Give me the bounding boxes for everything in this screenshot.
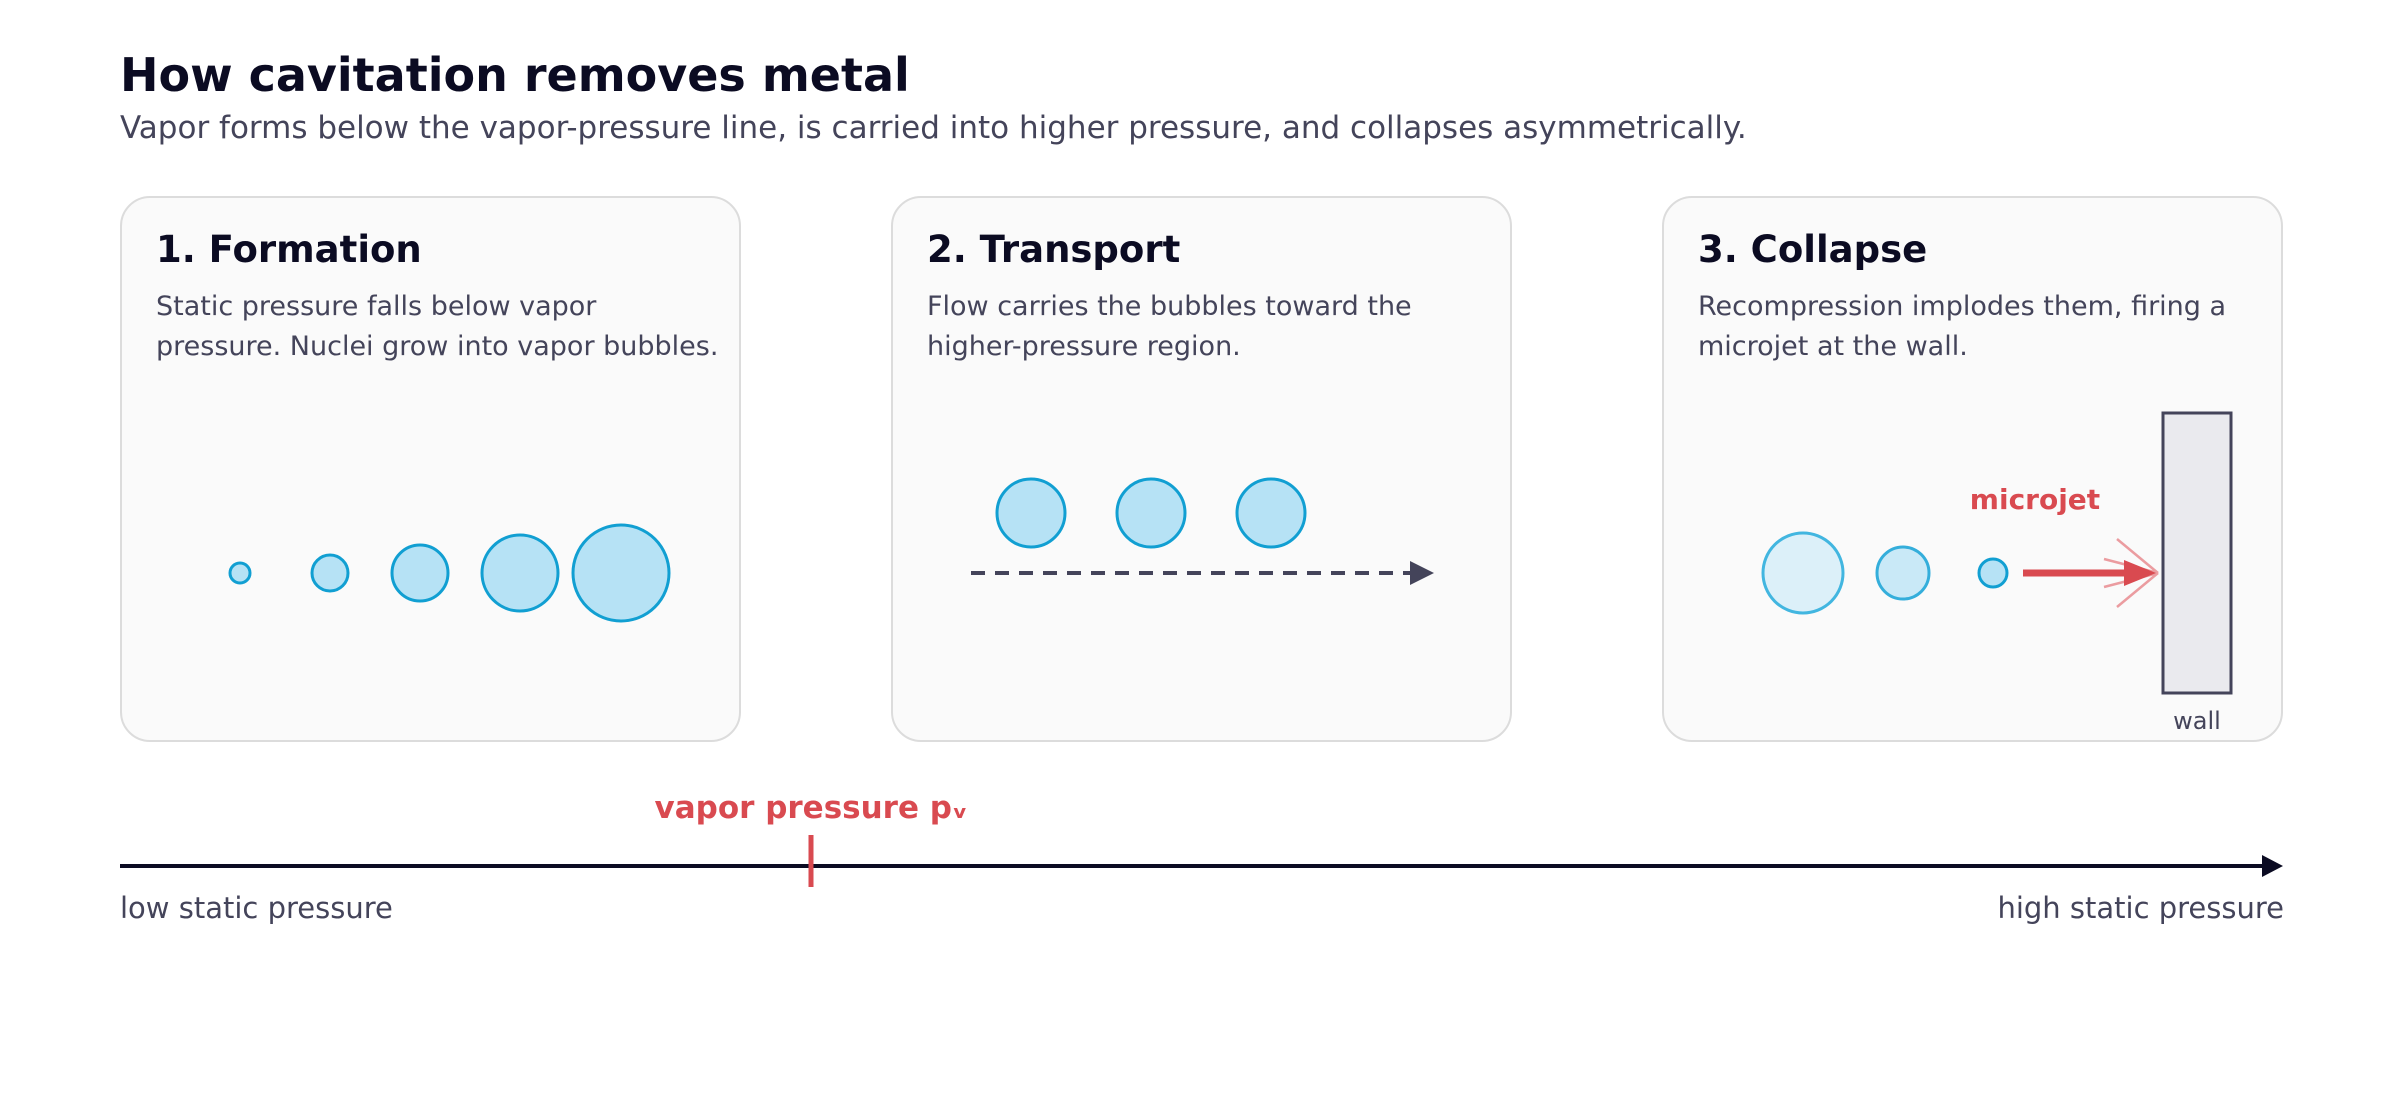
bubble-large bbox=[480, 533, 560, 613]
bubble-collapse-large bbox=[1761, 531, 1845, 615]
wall-label: wall bbox=[2173, 707, 2221, 735]
page-subtitle: Vapor forms below the vapor-pressure lin… bbox=[120, 110, 1747, 146]
formation-bubbles bbox=[228, 523, 671, 623]
bubble-collapse-medium bbox=[1875, 545, 1931, 601]
collapse-description: Recompression implodes them, firing a mi… bbox=[1698, 291, 2227, 362]
bubble-small bbox=[310, 553, 350, 593]
bubble-transport-2 bbox=[1115, 477, 1187, 549]
bubble-nucleus bbox=[228, 561, 252, 585]
pressure-axis-arrow-head bbox=[2262, 855, 2283, 877]
low-pressure-label: low static pressure bbox=[120, 891, 393, 925]
microjet-label: microjet bbox=[1970, 483, 2100, 516]
page-title: How cavitation removes metal bbox=[120, 48, 910, 102]
bubble-largest bbox=[571, 523, 671, 623]
vapor-pressure-label: vapor pressure pᵥ bbox=[655, 790, 968, 826]
collapse-bubbles bbox=[1761, 531, 2009, 615]
microjet-arrow-head bbox=[2124, 560, 2156, 586]
formation-title: 1. Formation bbox=[156, 228, 422, 271]
flow-arrow-head bbox=[1410, 561, 1434, 585]
transport-panel: 2. Transport Flow carries the bubbles to… bbox=[891, 196, 1512, 742]
wall bbox=[2161, 411, 2233, 695]
bubble-collapse-small bbox=[1977, 557, 2009, 589]
bubble-transport-1 bbox=[995, 477, 1067, 549]
bubble-transport-3 bbox=[1235, 477, 1307, 549]
transport-description: Flow carries the bubbles toward the high… bbox=[927, 291, 1412, 362]
high-pressure-label: high static pressure bbox=[1997, 891, 2284, 925]
formation-description: Static pressure falls below vapor pressu… bbox=[156, 291, 719, 362]
bubble-medium bbox=[390, 543, 450, 603]
transport-bubbles bbox=[995, 477, 1307, 549]
formation-panel: 1. Formation Static pressure falls below… bbox=[120, 196, 741, 742]
transport-title: 2. Transport bbox=[927, 228, 1181, 271]
collapse-title: 3. Collapse bbox=[1698, 228, 1928, 271]
